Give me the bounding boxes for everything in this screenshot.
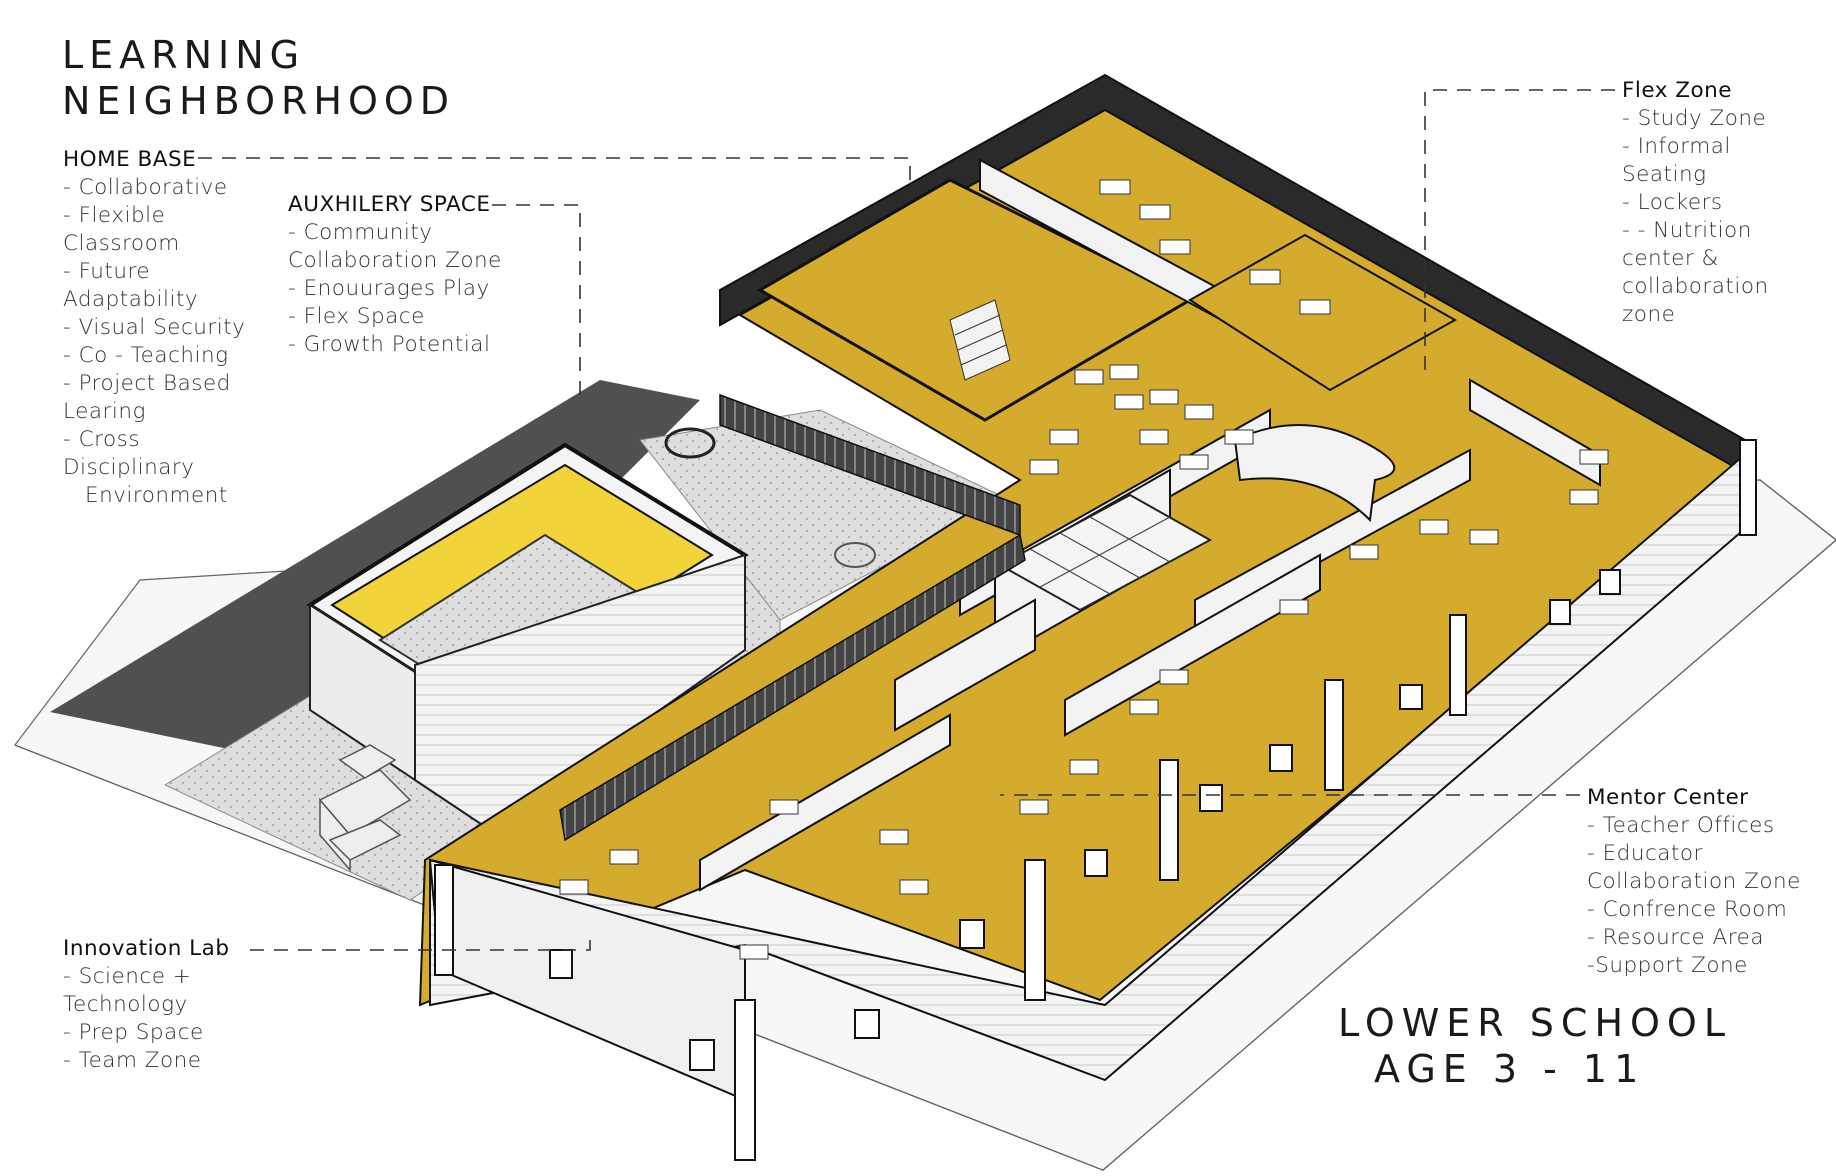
flex-zone-line: - Lockers: [1622, 190, 1723, 215]
mentor-center-line: - Teacher Offices: [1587, 813, 1775, 838]
innovation-lab-line: - Team Zone: [63, 1048, 202, 1073]
home-base-line: Disciplinary: [63, 455, 195, 480]
innovation-lab-line: - Prep Space: [63, 1020, 204, 1045]
auxiliary-line: - Community: [288, 220, 433, 245]
school-title-line2: AGE 3 - 11: [1374, 1047, 1646, 1091]
leader-innovation: [250, 940, 591, 951]
home-base-line: - Project Based: [63, 371, 231, 396]
furniture: [559, 179, 1609, 960]
flex-zone-line: Seating: [1622, 162, 1707, 187]
planter-ring-2: [834, 542, 876, 568]
leader-auxiliary: [492, 204, 581, 400]
auxiliary-heading: AUXHILERY SPACE: [288, 192, 491, 217]
auxiliary-line: Collaboration Zone: [288, 248, 502, 273]
flex-zone-line: - Informal: [1622, 134, 1731, 159]
playground: [318, 744, 412, 873]
main-title: LEARNING NEIGHBORHOOD: [62, 32, 455, 124]
school-title-line1: LOWER SCHOOL: [1338, 1001, 1733, 1045]
auxiliary-note: AUXHILERY SPACE - Community Collaboratio…: [288, 191, 502, 359]
flex-zone-line: center &: [1622, 246, 1719, 271]
home-base-heading: HOME BASE: [63, 147, 197, 172]
main-title-line1: LEARNING: [62, 33, 306, 77]
home-base-line: Environment: [85, 483, 228, 508]
home-base-line: - Collaborative: [63, 175, 228, 200]
curved-wall: [1233, 424, 1396, 523]
flex-zone-line: collaboration: [1622, 274, 1769, 299]
ramp-railing-2: [559, 533, 1026, 842]
flex-zone-note: Flex Zone - Study Zone - Informal Seatin…: [1622, 77, 1769, 329]
innovation-lab-line: - Science +: [63, 964, 192, 989]
leader-lines: [198, 89, 1615, 951]
school-title: LOWER SCHOOL AGE 3 - 11: [1338, 1000, 1732, 1092]
home-base-line: Learing: [63, 399, 146, 424]
main-title-line2: NEIGHBORHOOD: [62, 79, 456, 123]
home-base-line: - Co - Teaching: [63, 343, 229, 368]
innovation-lab-heading: Innovation Lab: [63, 936, 230, 961]
home-base-line: - Future: [63, 259, 151, 284]
facade-windows: [549, 569, 1621, 1071]
home-base-note: HOME BASE - Collaborative - Flexible Cla…: [63, 146, 245, 510]
leader-home-base: [198, 157, 911, 180]
mentor-center-line: Collaboration Zone: [1587, 869, 1801, 894]
home-base-line: - Flexible: [63, 203, 166, 228]
stairs: [949, 299, 1011, 381]
auxiliary-line: - Enouurages Play: [288, 276, 490, 301]
mentor-center-line: - Confrence Room: [1587, 897, 1788, 922]
innovation-lab-note: Innovation Lab - Science + Technology - …: [63, 935, 229, 1075]
mentor-center-line: - Educator: [1587, 841, 1703, 866]
mentor-center-line: - Resource Area: [1587, 925, 1765, 950]
home-base-line: - Visual Security: [63, 315, 246, 340]
home-base-line: Adaptability: [63, 287, 199, 312]
home-base-line: - Cross: [63, 427, 141, 452]
flex-zone-line: zone: [1622, 302, 1676, 327]
planter-ring: [664, 427, 716, 459]
mentor-center-heading: Mentor Center: [1587, 785, 1749, 810]
flex-zone-line: - Study Zone: [1622, 106, 1767, 131]
auxiliary-line: - Growth Potential: [288, 332, 491, 357]
auxiliary-line: - Flex Space: [288, 304, 425, 329]
innovation-lab-line: Technology: [63, 992, 188, 1017]
south-facade: [429, 447, 1757, 1082]
flex-zone-heading: Flex Zone: [1622, 78, 1732, 103]
facade-columns: [434, 439, 1757, 1161]
flex-zone-line: - - Nutrition: [1622, 218, 1752, 243]
mentor-center-note: Mentor Center - Teacher Offices - Educat…: [1587, 784, 1801, 980]
home-base-line: Classroom: [63, 231, 180, 256]
mentor-center-line: -Support Zone: [1587, 953, 1748, 978]
